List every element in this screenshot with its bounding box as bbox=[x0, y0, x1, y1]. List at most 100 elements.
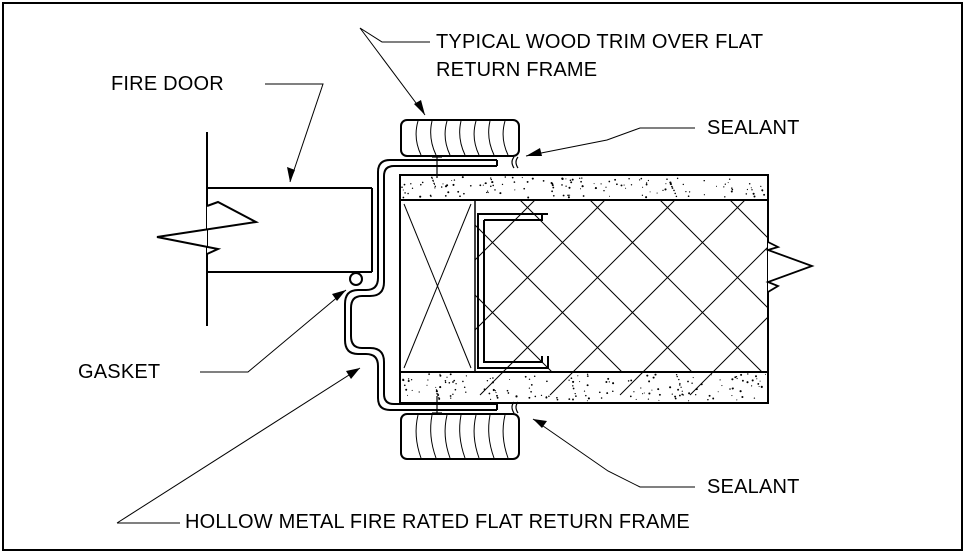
stipple-dot bbox=[748, 183, 751, 185]
wood-blocking-cross-2 bbox=[403, 203, 472, 369]
stipple-dot bbox=[642, 393, 644, 395]
stipple-dot bbox=[442, 183, 444, 185]
stipple-dot bbox=[658, 393, 661, 396]
stipple-dot bbox=[454, 388, 457, 391]
gypsum-board-stipple-bottom bbox=[402, 373, 767, 402]
stipple-dot bbox=[499, 192, 502, 195]
stipple-dot bbox=[593, 183, 595, 185]
stipple-dot bbox=[721, 385, 723, 387]
stipple-dot bbox=[646, 374, 649, 377]
metal-stud bbox=[477, 213, 549, 369]
stipple-dot bbox=[687, 195, 690, 198]
stipple-dot bbox=[757, 382, 760, 385]
stipple-dot bbox=[439, 386, 442, 389]
stipple-dot bbox=[627, 380, 630, 382]
stipple-dot bbox=[551, 190, 553, 193]
stipple-dot bbox=[736, 399, 738, 401]
stipple-dot bbox=[439, 373, 441, 375]
stipple-dot bbox=[586, 384, 589, 387]
stipple-dot bbox=[465, 375, 467, 377]
stipple-dot bbox=[614, 178, 617, 181]
stipple-dot bbox=[402, 196, 405, 199]
stipple-dot bbox=[542, 180, 545, 182]
stipple-dot bbox=[755, 375, 757, 378]
hollow-metal-frame bbox=[344, 159, 498, 411]
stipple-dot bbox=[586, 373, 589, 375]
stipple-dot bbox=[569, 179, 572, 182]
stipple-dot bbox=[450, 397, 452, 399]
stipple-dot bbox=[600, 397, 603, 399]
stipple-dot bbox=[507, 392, 510, 394]
stipple-dot bbox=[734, 376, 737, 379]
stipple-dot bbox=[437, 393, 440, 397]
stipple-dot bbox=[681, 390, 683, 392]
stipple-dot bbox=[572, 387, 575, 390]
stipple-dot bbox=[756, 378, 758, 380]
stipple-dot bbox=[608, 195, 611, 197]
stipple-dot bbox=[581, 177, 583, 179]
stipple-dot bbox=[753, 195, 756, 198]
stipple-dot bbox=[688, 191, 691, 193]
stipple-dot bbox=[403, 384, 406, 387]
stipple-dot bbox=[723, 186, 725, 188]
stipple-dot bbox=[687, 380, 689, 383]
stipple-dot bbox=[736, 377, 738, 380]
stipple-dot bbox=[531, 177, 534, 180]
stipple-dot bbox=[612, 390, 614, 393]
stipple-dot bbox=[577, 375, 579, 377]
stipple-dot bbox=[452, 393, 454, 396]
stipple-dot bbox=[608, 180, 611, 183]
stipple-dot bbox=[469, 184, 472, 187]
stipple-dot bbox=[612, 382, 615, 385]
stipple-dot bbox=[565, 185, 567, 187]
stipple-dot bbox=[404, 192, 406, 194]
stipple-dot bbox=[419, 195, 422, 198]
stipple-dot bbox=[421, 181, 424, 184]
stipple-dot bbox=[432, 179, 434, 182]
stipple-dot bbox=[669, 386, 672, 389]
stipple-dot bbox=[449, 395, 452, 397]
stipple-dot bbox=[528, 387, 531, 389]
stipple-dot bbox=[724, 196, 726, 198]
stipple-dot bbox=[463, 386, 466, 388]
wood-trim-bottom bbox=[400, 413, 520, 460]
stipple-dot bbox=[411, 389, 413, 391]
stipple-dot bbox=[712, 397, 715, 400]
stipple-dot bbox=[435, 386, 437, 388]
stipple-dot bbox=[578, 177, 581, 180]
stipple-dot bbox=[752, 192, 755, 195]
stipple-dot bbox=[586, 400, 588, 402]
gypsum-board-stipple-top bbox=[401, 176, 766, 199]
stipple-dot bbox=[692, 377, 694, 379]
stipple-dot bbox=[671, 393, 673, 395]
stipple-dot bbox=[440, 186, 443, 188]
leader-frame bbox=[116, 367, 361, 524]
stipple-dot bbox=[453, 179, 456, 181]
stipple-dot bbox=[731, 378, 734, 381]
sealant-beads bbox=[511, 156, 519, 414]
stipple-dot bbox=[515, 395, 518, 398]
stipple-dot bbox=[688, 392, 691, 395]
stipple-dot bbox=[628, 178, 630, 180]
stipple-dot bbox=[730, 190, 733, 193]
stipple-dot bbox=[552, 194, 555, 197]
stipple-dot bbox=[630, 184, 633, 186]
stipple-dot bbox=[511, 176, 514, 179]
stipple-dot bbox=[523, 187, 526, 190]
stipple-dot bbox=[561, 177, 564, 180]
stipple-dot bbox=[629, 395, 632, 398]
stipple-dot bbox=[439, 374, 442, 377]
stipple-dot bbox=[567, 194, 569, 197]
stipple-dot bbox=[527, 196, 530, 199]
leader-fire-door bbox=[265, 83, 324, 183]
stipple-dot bbox=[763, 193, 766, 196]
stipple-dot bbox=[675, 373, 678, 376]
stipple-dot bbox=[568, 398, 571, 400]
stipple-dot bbox=[647, 179, 650, 182]
stipple-dot bbox=[568, 379, 570, 381]
stipple-dot bbox=[513, 181, 516, 183]
stipple-dot bbox=[571, 178, 574, 181]
stipple-dot bbox=[651, 389, 653, 391]
stipple-dot bbox=[494, 189, 496, 191]
